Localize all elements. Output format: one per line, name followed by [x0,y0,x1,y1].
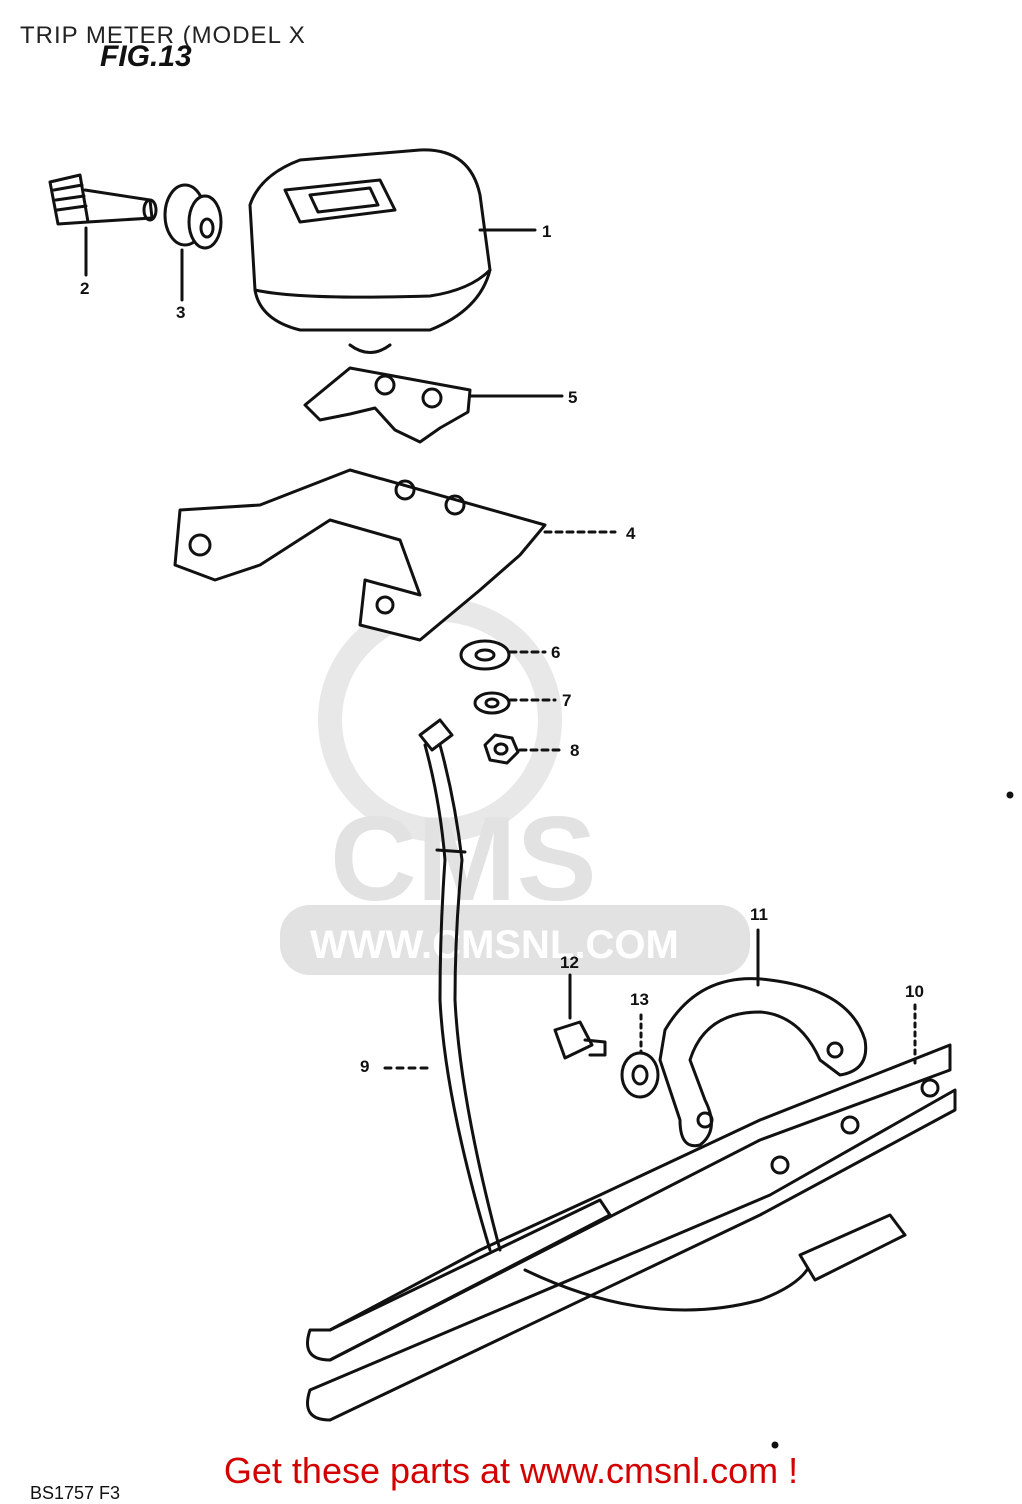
callout-13: 13 [630,990,649,1009]
part-5-mounting-plate [303,366,564,444]
part-1-trip-meter-housing [248,148,537,354]
part-7-lock-washer [473,691,557,715]
stray-mark [771,1441,779,1449]
callout-7: 7 [562,691,571,710]
wire-connector [523,1213,907,1312]
part-9-cable [383,718,502,1252]
callout-8: 8 [570,741,579,760]
callout-11: 11 [750,905,768,924]
part-3-grommet [163,183,223,302]
part-13-washer [620,1013,660,1099]
part-callouts: 1 2 3 4 5 6 7 8 9 10 11 12 13 [80,222,924,1076]
figure-label: FIG.13 [100,40,192,73]
part-8-nut [483,733,562,765]
stray-mark [1006,791,1014,799]
watermark-url-band [280,905,750,975]
part-11-clamp [658,928,868,1148]
part-2-knob [48,173,158,277]
callout-2: 2 [80,279,89,298]
callout-5: 5 [568,388,577,407]
callout-12: 12 [560,953,579,972]
page-title: TRIP METER (MODEL X [20,22,306,49]
callout-6: 6 [551,643,560,662]
callout-3: 3 [176,303,185,322]
watermark: CMS WWW.CMSNL.COM [280,598,750,975]
part-4-bracket [173,468,617,642]
part-6-washer [459,639,547,671]
callout-1: 1 [542,222,551,241]
drawing-code: BS1757 F3 [30,1483,121,1503]
callout-9: 9 [360,1057,369,1076]
callout-10: 10 [905,982,924,1001]
watermark-url: WWW.CMSNL.COM [310,923,679,967]
parts-shop-link[interactable]: Get these parts at www.cmsnl.com ! [223,1450,799,1491]
part-10-frame [306,1003,957,1422]
part-12-bolt [553,973,607,1060]
callout-4: 4 [626,524,636,543]
